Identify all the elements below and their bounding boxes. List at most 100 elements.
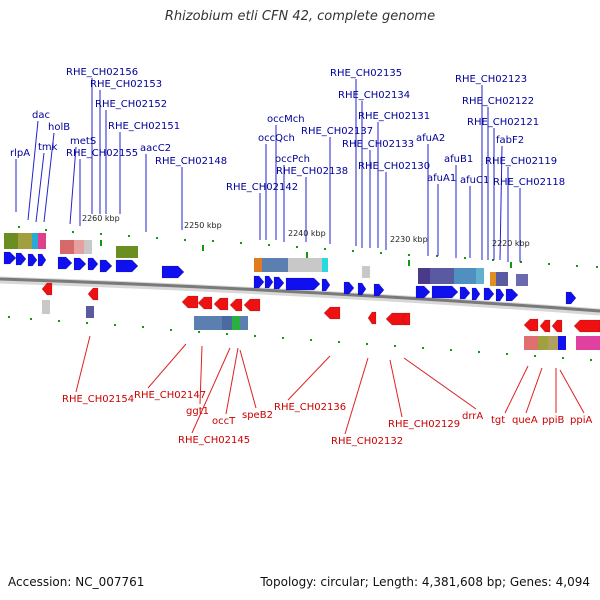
scale-dot [310,339,312,341]
scale-dots [8,226,598,361]
forward-gene-arrow [57,256,73,270]
feature-box [84,240,92,254]
scale-dot [408,254,410,256]
scale-tick-label: 2260 kbp [82,214,120,223]
reverse-gene-arrow [323,306,341,320]
scale-dot [100,233,102,235]
scale-dot [30,318,32,320]
scale-dot [128,235,130,237]
scale-tick-mark [510,262,512,268]
scale-dot [380,252,382,254]
forward-gene-arrow [565,291,577,305]
feature-box [490,272,496,286]
forward-gene-label: RHE_CH02142 [226,182,298,193]
leader-line [27,120,39,221]
scale-dot [86,322,88,324]
forward-gene-arrow [3,251,17,265]
forward-gene-arrow [357,282,367,296]
genome-title: Rhizobium etli CFN 42, complete genome [164,9,436,24]
scale-dot [506,353,508,355]
leader-line [559,369,585,414]
scale-dot [226,333,228,335]
feature-box [538,336,548,350]
reverse-gene-arrow [401,312,411,326]
reverse-gene-arrow [573,319,600,333]
feature-box [576,336,600,350]
reverse-gene-arrow [539,319,551,333]
forward-gene-arrow [459,286,471,300]
forward-gene-label: RHE_CH02118 [493,177,565,188]
forward-gene-label: aacC2 [140,143,171,154]
forward-gene-label: rlpA [10,148,30,159]
forward-gene-label: occPch [275,154,310,165]
forward-gene-label: RHE_CH02123 [455,74,527,85]
forward-gene-arrow [343,281,355,295]
scale-dot [142,326,144,328]
reverse-gene-label: RHE_CH02136 [274,402,346,413]
feature-box [38,233,46,249]
forward-gene-label: RHE_CH02122 [462,96,534,107]
leader-line [199,345,203,405]
forward-gene-label: RHE_CH02152 [95,99,167,110]
forward-gene-label: RHE_CH02148 [155,156,227,167]
feature-box [240,316,248,330]
leader-line [191,347,231,434]
reverse-gene-arrow [181,295,199,309]
reverse-gene-arrow [367,311,377,325]
reverse-gene-label: occT [212,416,236,427]
feature-box [496,272,508,286]
reverse-gene-label: RHE_CH02145 [178,435,250,446]
scale-dot [450,349,452,351]
leader-line [504,365,529,414]
scale-dot [338,341,340,343]
leader-line [225,347,239,415]
feature-box [42,300,50,314]
scale-dot [492,259,494,261]
scale-dot [184,239,186,241]
forward-gene-label: RHE_CH02133 [342,139,414,150]
leader-line [389,359,403,418]
forward-gene-label: holB [48,122,70,133]
leader-line [403,357,477,410]
leader-line [344,357,369,435]
leader-line [287,355,331,401]
forward-gene-arrow [115,259,139,273]
leader-line [35,152,45,223]
feature-box [288,258,322,272]
feature-boxes [4,233,600,350]
forward-gene-label: RHE_CH02153 [90,79,162,90]
scale-dot [18,226,20,228]
scale-dot [72,231,74,233]
scale-dot [562,357,564,359]
feature-box [524,336,538,350]
forward-gene-arrow [99,259,113,273]
forward-gene-label: metS [70,136,96,147]
forward-gene-label: afuA2 [416,133,445,144]
scale-dot [324,248,326,250]
feature-box [362,266,370,278]
feature-box [4,233,18,249]
forward-gene-arrow [27,253,38,267]
leader-line [43,132,55,223]
forward-gene-arrow [264,275,274,289]
forward-gene-label: RHE_CH02135 [330,68,402,79]
forward-gene-label: RHE_CH02155 [66,148,138,159]
scale-tick-label: 2250 kbp [184,221,222,230]
reverse-gene-label: ppiA [570,415,592,426]
feature-box [322,258,328,272]
scale-dot [394,345,396,347]
scale-dot [198,331,200,333]
forward-gene-label: RHE_CH02119 [485,156,557,167]
forward-gene-label: afuC1 [460,175,489,186]
reverse-gene-arrow [87,287,99,301]
reverse-gene-arrow [523,318,539,332]
forward-gene-label: occMch [267,114,305,125]
scale-dot [156,237,158,239]
feature-box [476,268,484,284]
feature-box [430,268,454,284]
scale-tick-mark [306,252,308,258]
feature-box [60,240,74,254]
scale-dot [576,265,578,267]
scale-dot [436,255,438,257]
